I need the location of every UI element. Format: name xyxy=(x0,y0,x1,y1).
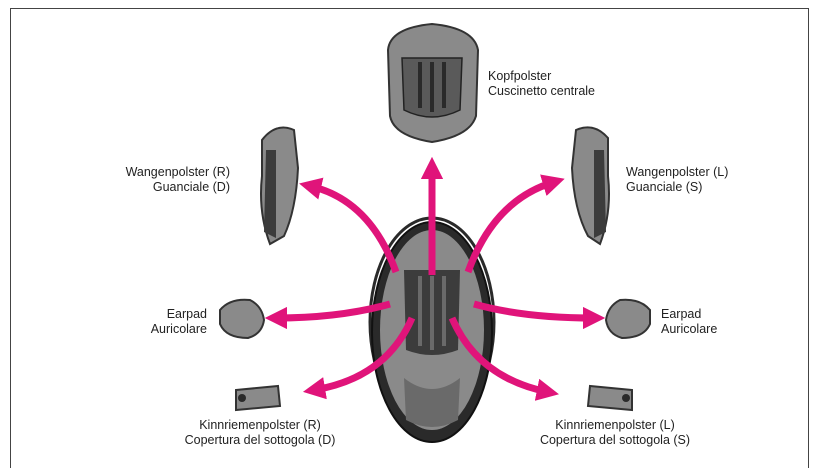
label-line: Auricolare xyxy=(661,322,717,337)
label-chin-pad-left: Kinnriemenpolster (L) Copertura del sott… xyxy=(515,418,715,448)
label-line: Copertura del sottogola (S) xyxy=(515,433,715,448)
cheek-pad-right xyxy=(261,128,298,244)
label-line: Copertura del sottogola (D) xyxy=(160,433,360,448)
label-cheek-pad-left: Wangenpolster (L) Guanciale (S) xyxy=(626,165,728,195)
label-earpad-right: Earpad Auricolare xyxy=(151,307,207,337)
earpad-right xyxy=(220,300,264,338)
chin-pad-left xyxy=(588,386,632,410)
chin-pad-right xyxy=(236,386,280,410)
label-chin-pad-right: Kinnriemenpolster (R) Copertura del sott… xyxy=(160,418,360,448)
label-line: Kopfpolster xyxy=(488,69,595,84)
label-line: Earpad xyxy=(151,307,207,322)
earpad-left xyxy=(606,300,650,338)
crown-pad xyxy=(388,24,478,142)
label-line: Kinnriemenpolster (R) xyxy=(160,418,360,433)
cheek-pad-left xyxy=(572,127,609,244)
label-line: Guanciale (D) xyxy=(126,180,230,195)
label-line: Cuscinetto centrale xyxy=(488,84,595,99)
label-crown-pad: Kopfpolster Cuscinetto centrale xyxy=(488,69,595,99)
label-line: Wangenpolster (L) xyxy=(626,165,728,180)
label-line: Auricolare xyxy=(151,322,207,337)
label-cheek-pad-right: Wangenpolster (R) Guanciale (D) xyxy=(126,165,230,195)
label-line: Guanciale (S) xyxy=(626,180,728,195)
label-line: Earpad xyxy=(661,307,717,322)
label-line: Wangenpolster (R) xyxy=(126,165,230,180)
label-line: Kinnriemenpolster (L) xyxy=(515,418,715,433)
label-earpad-left: Earpad Auricolare xyxy=(661,307,717,337)
